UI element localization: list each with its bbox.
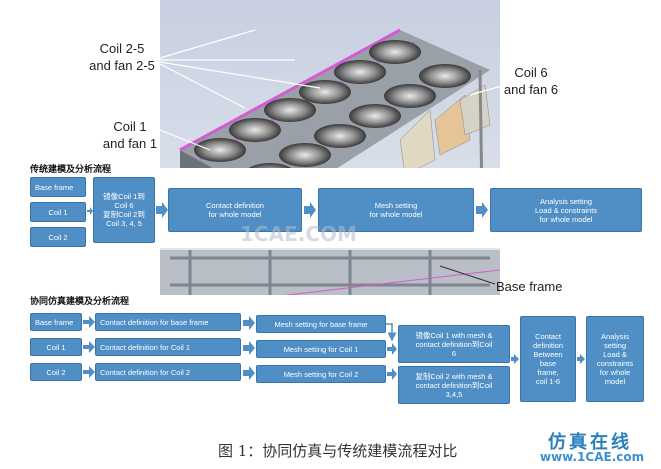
callout-coil-6: Coil 6 and fan 6 — [503, 65, 559, 97]
collab-mesh-coil-1: Mesh setting for Coil 1 — [256, 340, 386, 358]
arrow-icon — [83, 341, 95, 353]
traditional-input-coil-2: Coil 2 — [30, 227, 86, 247]
traditional-input-coil-1: Coil 1 — [30, 202, 86, 222]
callout-base-frame: Base frame — [496, 279, 563, 294]
callout-coil-1: Coil 1 and fan 1 — [102, 119, 158, 151]
arrow-icon — [243, 316, 255, 330]
arrow-icon — [387, 343, 397, 355]
collab-input-coil-1: Coil 1 — [30, 338, 82, 356]
collab-copy-coil-2: 复制Coil 2 with mesh & contact definition到… — [398, 366, 510, 404]
watermark-center: 1CAE.COM — [240, 222, 357, 246]
traditional-mirror-copy: 镜像Coil 1到 Coil 6 复制Coil 2到 Coil 3, 4, 5 — [93, 177, 155, 243]
collab-input-base-frame: Base frame — [30, 313, 82, 331]
collab-mirror-coil-1: 镜像Coil 1 with mesh & contact definition到… — [398, 325, 510, 363]
traditional-input-base-frame: Base frame — [30, 177, 86, 197]
arrow-icon — [577, 354, 585, 364]
collab-analysis-setting: Analysis setting Load & constraints for … — [586, 316, 644, 402]
collaborative-flow-title: 协同仿真建模及分析流程 — [30, 297, 130, 307]
collab-mesh-coil-2: Mesh setting for Coil 2 — [256, 365, 386, 383]
arrow-icon — [387, 368, 397, 380]
traditional-analysis-setting: Analysis setting Load & constraints for … — [490, 188, 642, 232]
traditional-contact-definition: Contact definition for whole model — [168, 188, 302, 232]
cooling-unit-model-image — [160, 0, 500, 320]
arrow-icon — [304, 202, 316, 218]
collab-contact-coil-1: Contact definition for Coil 1 — [95, 338, 241, 356]
traditional-mesh-setting: Mesh setting for whole model — [318, 188, 474, 232]
collab-mesh-base-frame: Mesh setting for base frame — [256, 315, 386, 333]
arrow-icon — [476, 202, 488, 218]
arrow-icon — [243, 341, 255, 355]
watermark-logo-url: www.1CAE.com — [540, 450, 645, 464]
arrow-icon — [83, 316, 95, 328]
figure-caption: 图 1：协同仿真与传统建模流程对比 — [218, 442, 458, 460]
collab-contact-base-frame: Contact definition for base frame — [95, 313, 241, 331]
arrow-icon — [83, 366, 95, 378]
collab-input-coil-2: Coil 2 — [30, 363, 82, 381]
arrow-icon — [243, 366, 255, 380]
arrow-icon — [156, 202, 168, 218]
watermark-logo-cn: 仿真在线 — [548, 432, 632, 453]
traditional-flow-title: 传统建模及分析流程 — [30, 165, 112, 175]
collab-contact-between: Contact definition Between base frame, c… — [520, 316, 576, 402]
collab-contact-coil-2: Contact definition for Coil 2 — [95, 363, 241, 381]
callout-coil-2-5: Coil 2-5 and fan 2-5 — [89, 41, 155, 73]
arrow-icon — [511, 354, 519, 364]
arrow-icon — [87, 207, 93, 215]
